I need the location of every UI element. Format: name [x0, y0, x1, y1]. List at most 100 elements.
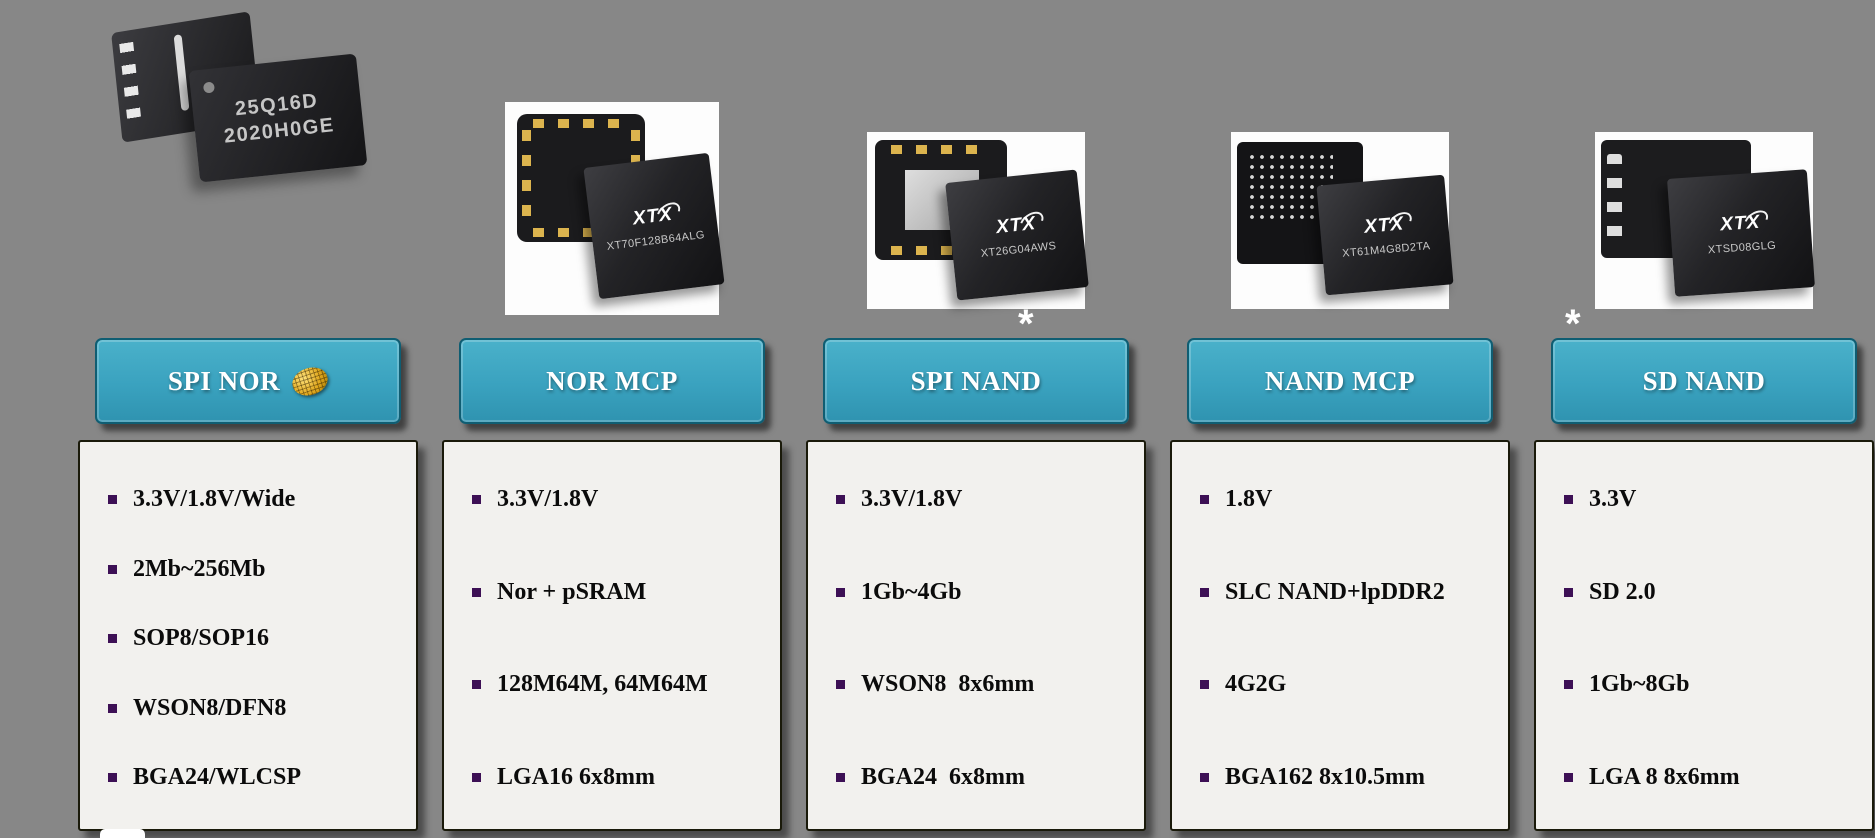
chip-card: XTX XT70F128B64ALG: [505, 102, 725, 315]
spec-item: SOP8/SOP16: [108, 625, 400, 652]
bullet-square-icon: [1564, 495, 1573, 504]
bullet-square-icon: [472, 587, 481, 597]
spec-item: Nor + pSRAM: [472, 579, 764, 606]
chip-photo-nor-mcp: XTX XT70F128B64ALG: [442, 0, 782, 338]
xtx-logo: XTX: [994, 212, 1037, 238]
category-button-wrap: SPI NOR: [95, 338, 401, 424]
spec-item: BGA24/WLCSP: [108, 764, 400, 791]
spec-text: BGA162 8x10.5mm: [1225, 763, 1425, 790]
spec-panel-nor-mcp: 3.3V/1.8V Nor + pSRAM 128M64M, 64M64M LG…: [442, 440, 782, 831]
xtx-logo: XTX: [631, 203, 674, 229]
category-button-spi-nor[interactable]: SPI NOR: [95, 338, 401, 424]
bullet-square-icon: [108, 564, 117, 574]
spec-text: 3.3V/1.8V: [861, 486, 963, 512]
spec-text: 2Mb~256Mb: [133, 555, 266, 582]
spec-text: 3.3V/1.8V: [497, 486, 599, 512]
bullet-square-icon: [1200, 495, 1209, 504]
footnote-asterisk: *: [1565, 302, 1581, 346]
spec-item: WSON8/DFN8: [108, 695, 400, 722]
spec-text: BGA24/WLCSP: [133, 764, 302, 790]
spec-text: LGA16 6x8mm: [497, 763, 655, 790]
spec-text: SD 2.0: [1589, 578, 1656, 605]
column-nand-mcp: XTX XT61M4G8D2TA NAND MCP 1.8V SLC NAND+…: [1170, 0, 1510, 831]
spec-item: LGA 8 8x6mm: [1564, 764, 1856, 791]
column-nor-mcp: XTX XT70F128B64ALG NOR MCP 3.3V/1.8V Nor…: [442, 0, 782, 831]
xtx-logo: XTX: [1719, 211, 1761, 235]
spec-item: LGA16 6x8mm: [472, 764, 764, 791]
chip-photo-sd-nand: XTX XTSD08GLG: [1534, 0, 1874, 338]
packaged-chip: XTX XT26G04AWS: [945, 169, 1089, 301]
category-label: SD NAND: [1642, 365, 1766, 396]
bullet-square-icon: [836, 680, 845, 690]
spec-item: 3.3V/1.8V: [836, 486, 1128, 513]
spec-panel-sd-nand: 3.3V SD 2.0 1Gb~8Gb LGA 8 8x6mm: [1534, 440, 1874, 831]
part-number: XT70F128B64ALG: [606, 228, 706, 253]
bullet-square-icon: [836, 587, 845, 597]
category-button-sd-nand[interactable]: SD NAND: [1551, 338, 1857, 424]
spec-panel-nand-mcp: 1.8V SLC NAND+lpDDR2 4G2G BGA162 8x10.5m…: [1170, 440, 1510, 831]
spec-text: 128M64M, 64M64M: [497, 671, 708, 698]
spec-item: BGA162 8x10.5mm: [1200, 764, 1492, 791]
gold-die-icon: [288, 362, 332, 400]
chip-pads-icon: [119, 41, 142, 128]
pin1-dot-icon: [202, 81, 215, 94]
chip-pads-icon: [1607, 154, 1622, 246]
category-button-wrap: NAND MCP: [1187, 338, 1493, 424]
spec-item: WSON8 8x6mm: [836, 671, 1128, 698]
chip-card: XTX XT26G04AWS: [867, 132, 1089, 309]
category-label: NOR MCP: [546, 365, 678, 396]
spec-text: 1Gb~8Gb: [1589, 671, 1690, 698]
chip-photo-nand-mcp: XTX XT61M4G8D2TA: [1170, 0, 1510, 338]
bullet-square-icon: [108, 773, 117, 782]
spec-text: LGA 8 8x6mm: [1589, 763, 1740, 790]
spec-item: 2Mb~256Mb: [108, 556, 400, 583]
category-button-nor-mcp[interactable]: NOR MCP: [459, 338, 765, 424]
part-number: XT61M4G8D2TA: [1341, 239, 1431, 260]
category-label: SPI NOR: [167, 365, 281, 396]
white-notch: [100, 829, 145, 838]
columns-row: 25Q16D 2020H0GE SPI NOR 3.3V/1.8V/Wide 2…: [78, 0, 1874, 831]
bullet-square-icon: [836, 495, 845, 504]
spec-item: 4G2G: [1200, 671, 1492, 698]
category-button-nand-mcp[interactable]: NAND MCP: [1187, 338, 1493, 424]
spec-text: 4G2G: [1225, 671, 1287, 698]
chip-photo-spi-nor: 25Q16D 2020H0GE: [78, 0, 418, 338]
chip-pads-icon: [522, 130, 531, 226]
spec-text: WSON8/DFN8: [133, 694, 287, 721]
spec-item: 1Gb~4Gb: [836, 579, 1128, 606]
spec-item: BGA24 6x8mm: [836, 764, 1128, 791]
bullet-square-icon: [1564, 772, 1573, 782]
footnote-asterisk: *: [1018, 302, 1034, 346]
bullet-square-icon: [108, 703, 117, 713]
bullet-square-icon: [1564, 680, 1573, 690]
column-sd-nand: XTX XTSD08GLG * SD NAND 3.3V SD 2.0 1Gb~…: [1534, 0, 1874, 831]
bullet-square-icon: [836, 772, 845, 782]
category-button-wrap: NOR MCP: [459, 338, 765, 424]
part-number: XT26G04AWS: [980, 239, 1057, 260]
spec-text: SOP8/SOP16: [133, 625, 270, 651]
chip-marking: 25Q16D 2020H0GE: [220, 86, 336, 149]
chip-card: XTX XTSD08GLG: [1595, 132, 1815, 309]
spec-item: SLC NAND+lpDDR2: [1200, 579, 1492, 606]
packaged-chip: XTX XT70F128B64ALG: [583, 152, 725, 300]
category-button-spi-nand[interactable]: SPI NAND: [823, 338, 1129, 424]
category-button-wrap: * SD NAND: [1551, 304, 1857, 424]
column-spi-nor: 25Q16D 2020H0GE SPI NOR 3.3V/1.8V/Wide 2…: [78, 0, 418, 831]
spec-text: 1.8V: [1225, 486, 1273, 512]
chip-pads-icon: [891, 246, 991, 255]
spec-item: 3.3V/1.8V/Wide: [108, 486, 400, 513]
chip-pads-icon: [533, 228, 629, 237]
spec-item: 3.3V/1.8V: [472, 486, 764, 513]
spec-item: 1Gb~8Gb: [1564, 671, 1856, 698]
bullet-square-icon: [1200, 680, 1209, 690]
column-spi-nand: XTX XT26G04AWS * SPI NAND 3.3V/1.8V 1Gb~…: [806, 0, 1146, 831]
chip-card: XTX XT61M4G8D2TA: [1231, 132, 1454, 309]
bullet-square-icon: [1200, 772, 1209, 782]
spec-text: 3.3V: [1589, 486, 1637, 512]
category-label: NAND MCP: [1264, 365, 1416, 396]
part-number: XTSD08GLG: [1707, 239, 1777, 256]
packaged-chip: XTX XTSD08GLG: [1667, 169, 1815, 297]
spec-text: 1Gb~4Gb: [861, 578, 962, 605]
bullet-square-icon: [472, 680, 481, 690]
